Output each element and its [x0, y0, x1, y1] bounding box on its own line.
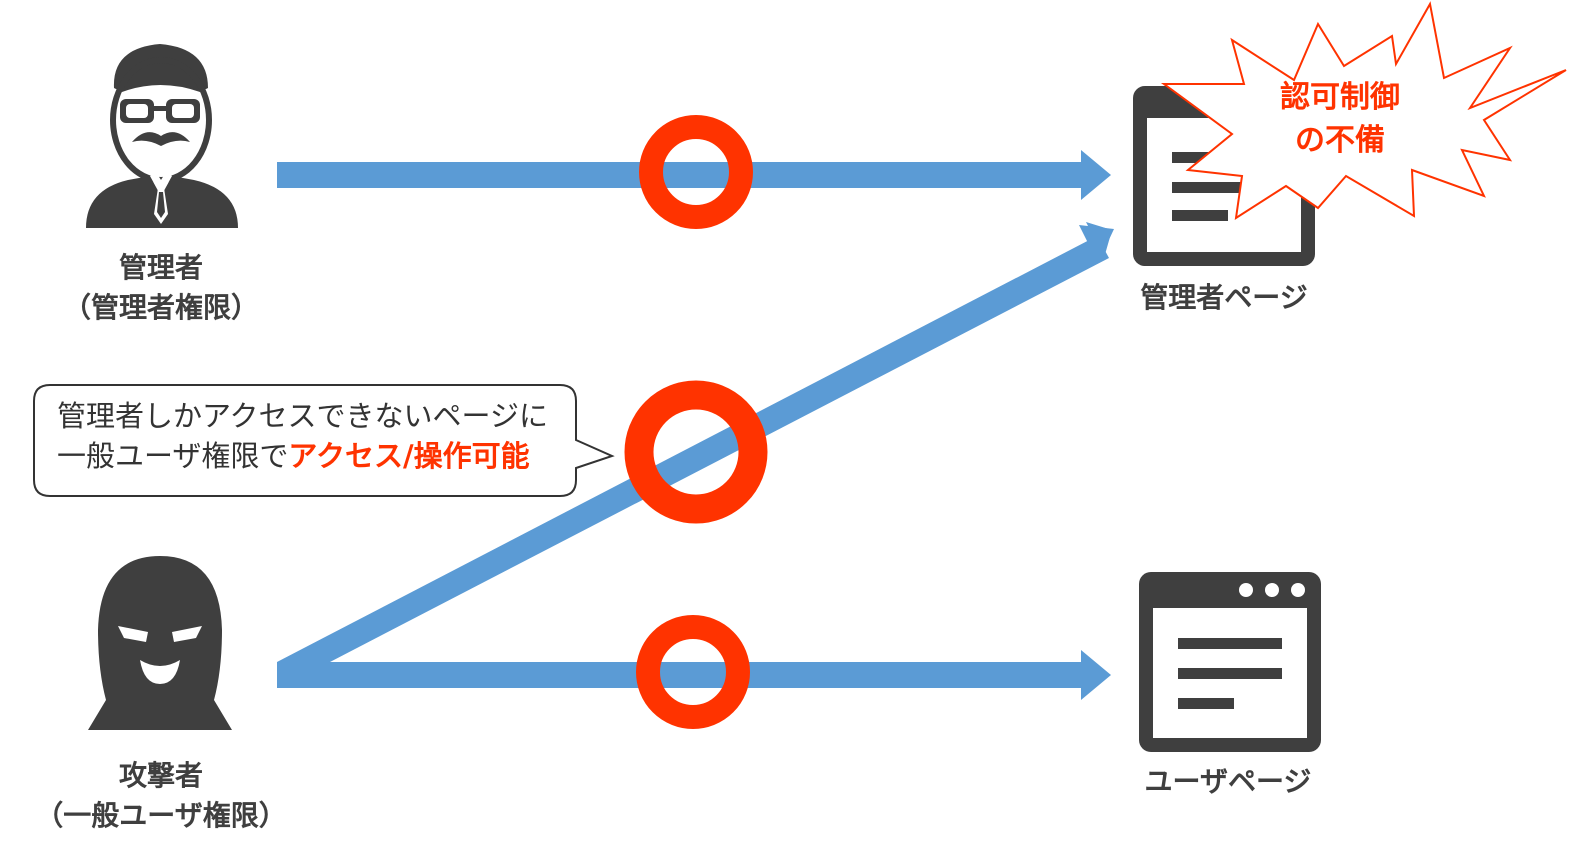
arrow-attacker-to-user-page [277, 650, 1111, 700]
circle-ok-icon [636, 615, 750, 729]
callout-bubble [33, 384, 615, 497]
arrow-attacker-to-admin-page [277, 222, 1114, 662]
callout-line2-prefix: 一般ユーザ権限で [57, 439, 289, 473]
burst-line1: 認可制御 [1280, 80, 1400, 115]
arrow-admin-to-admin-page [277, 150, 1111, 200]
user-page-window-icon [1139, 572, 1321, 752]
callout-line2: 一般ユーザ権限でアクセス/操作可能 [57, 436, 548, 476]
user-page-label: ユーザページ [1144, 765, 1312, 798]
circle-ok-icon [624, 380, 768, 524]
attacker-role: （一般ユーザ権限） [35, 799, 287, 832]
circle-ok-icon [639, 115, 753, 229]
callout-highlight: アクセス/操作可能 [288, 439, 530, 473]
attacker-actor-label: 攻撃者 （一般ユーザ権限） [16, 756, 306, 836]
admin-actor-label: 管理者 （管理者権限） [36, 248, 286, 328]
burst-shape [1160, 1, 1567, 221]
callout-text: 管理者しかアクセスできないページに 一般ユーザ権限でアクセス/操作可能 [57, 396, 548, 476]
attacker-masked-icon [88, 556, 232, 730]
burst-line2: の不備 [1295, 123, 1385, 158]
callout-line1: 管理者しかアクセスできないページに [57, 399, 548, 433]
admin-page-label: 管理者ページ [1140, 281, 1308, 314]
admin-role: （管理者権限） [62, 291, 259, 324]
attacker-name: 攻撃者 [118, 759, 203, 792]
burst-text: 認可制御 の不備 [1245, 76, 1435, 162]
admin-person-icon [86, 44, 238, 228]
admin-name: 管理者 [118, 251, 203, 284]
